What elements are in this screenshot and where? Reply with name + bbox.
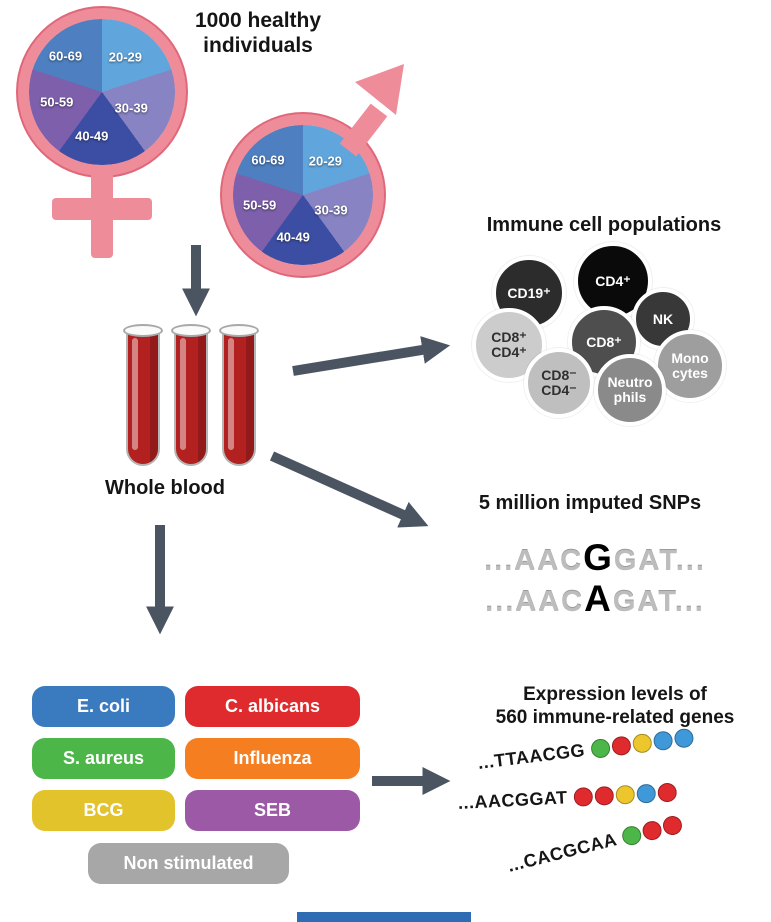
tube-shadow: [150, 332, 158, 464]
age-group-label-50-59: 50-59: [40, 94, 74, 110]
snp-seq-pre: ...AAC: [485, 586, 585, 618]
cell-neutrophils: Neutro phils: [594, 354, 666, 426]
female-cross-horizontal: [52, 198, 152, 220]
age-group-label-60-69: 60-69: [48, 48, 83, 63]
blood-tube: [171, 324, 211, 470]
cell-label: CD4⁺: [595, 272, 631, 289]
male-symbol: 20-29 30-39 40-49 50-59 60-69: [218, 40, 418, 290]
age-pie: 20-29 30-39 40-49 50-59 60-69: [29, 19, 175, 165]
cell-label: CD19⁺: [507, 284, 551, 301]
tube-highlight: [228, 338, 234, 450]
cell-label: CD8⁺ CD4⁺: [491, 329, 527, 360]
cohort-title-line1: 1000 healthy: [194, 9, 322, 32]
cell-label: CD8⁻ CD4⁻: [541, 367, 577, 398]
expression-dot: [573, 786, 593, 807]
age-group-label-20-29: 20-29: [108, 49, 142, 65]
tube-highlight: [132, 338, 138, 450]
blood-tube-body: [222, 332, 256, 466]
expression-dot: [652, 730, 674, 752]
age-group-label-50-59: 50-59: [242, 197, 277, 213]
blood-tube-body: [174, 332, 208, 466]
snp-variant-allele: G: [583, 537, 614, 578]
gene-read-2: ...AACGGAT: [457, 782, 677, 814]
expression-title-line2: 560 immune-related genes: [495, 707, 735, 728]
expression-dot: [593, 785, 614, 806]
read-sequence: ...AACGGAT: [457, 787, 569, 813]
immune-cell-cluster: CD19⁺ CD4⁺ NK CD8⁺ CD4⁺ CD8⁺ Mono cytes …: [470, 242, 760, 440]
snp-seq-pre: ...AAC: [484, 545, 584, 577]
cell-cd8-cd4-double-positive: CD8⁺ CD4⁺: [472, 308, 546, 382]
expression-title-line1: Expression levels of: [523, 684, 707, 705]
tube-rim: [171, 324, 211, 337]
female-symbol: 20-29 30-39 40-49 50-59 60-69: [14, 6, 224, 262]
age-group-label-20-29: 20-29: [308, 153, 343, 169]
read-sequence: ...TTAACGG: [476, 739, 587, 773]
tube-rim: [219, 324, 259, 337]
expression-dot: [614, 784, 635, 805]
blood-tube-body: [126, 332, 160, 466]
snp-seq-post: GAT...: [613, 545, 706, 577]
blood-tube: [123, 324, 163, 470]
snp-variant-allele: A: [584, 578, 613, 619]
expression-dot: [620, 824, 644, 848]
age-group-label-40-49: 40-49: [75, 128, 109, 144]
age-group-label-30-39: 30-39: [114, 100, 148, 116]
immune-cells-title: Immune cell populations: [486, 214, 722, 236]
stimulus-influenza: Influenza: [185, 738, 360, 779]
cohort-title-line2: individuals: [203, 34, 313, 57]
expression-dot: [589, 737, 611, 760]
expression-dot: [610, 735, 632, 757]
expression-title: Expression levels of 560 immune-related …: [465, 683, 765, 729]
arrow-blood-to-snps: [269, 451, 429, 528]
expression-dot: [635, 783, 656, 804]
snp-sequence-2: ...AACAGAT...: [452, 578, 738, 620]
stimulus-seb: SEB: [185, 790, 360, 831]
age-group-label-60-69: 60-69: [251, 152, 285, 168]
expression-dot: [660, 813, 684, 838]
snp-seq-post: GAT...: [612, 586, 705, 618]
expression-dot: [673, 727, 695, 749]
blood-tubes: [120, 324, 270, 474]
age-pie: 20-29 30-39 40-49 50-59 60-69: [233, 125, 373, 265]
stimulus-bcg: BCG: [32, 790, 175, 831]
age-group-label-30-39: 30-39: [314, 202, 348, 218]
bottom-caption-bar: [297, 912, 471, 922]
blood-tube: [219, 324, 259, 470]
read-sequence: ...CACGCAA: [505, 829, 619, 876]
expression-dot: [640, 819, 664, 843]
cohort-title: 1000 healthy individuals: [148, 8, 368, 58]
tube-highlight: [180, 338, 186, 450]
cell-label: Neutro phils: [607, 374, 653, 405]
whole-blood-label: Whole blood: [105, 477, 225, 499]
gene-read-3: ...CACGCAA: [505, 813, 684, 877]
cell-label: Mono cytes: [671, 350, 709, 381]
tube-shadow: [246, 332, 254, 464]
male-circle: 20-29 30-39 40-49 50-59 60-69: [222, 114, 384, 276]
cell-label: CD8⁺: [586, 333, 622, 350]
stimulus-non-stimulated: Non stimulated: [88, 843, 289, 884]
cell-cd8-cd4-double-negative: CD8⁻ CD4⁻: [524, 348, 594, 418]
stimulus-e-coli: E. coli: [32, 686, 175, 727]
stimulus-s-aureus: S. aureus: [32, 738, 175, 779]
tube-shadow: [198, 332, 206, 464]
age-group-label-40-49: 40-49: [276, 229, 310, 245]
snps-title: 5 million imputed SNPs: [478, 492, 702, 514]
cell-label: NK: [652, 310, 674, 327]
stimulus-c-albicans: C. albicans: [185, 686, 360, 727]
female-circle: 20-29 30-39 40-49 50-59 60-69: [18, 8, 186, 176]
expression-dot: [631, 732, 653, 754]
arrow-blood-to-cells: [292, 336, 451, 376]
snp-sequence-1: ...AACGGAT...: [452, 537, 738, 579]
tube-rim: [123, 324, 163, 337]
gene-read-1: ...TTAACGG: [477, 727, 695, 774]
cell-nk: NK: [632, 288, 694, 350]
expression-dot: [656, 782, 677, 803]
